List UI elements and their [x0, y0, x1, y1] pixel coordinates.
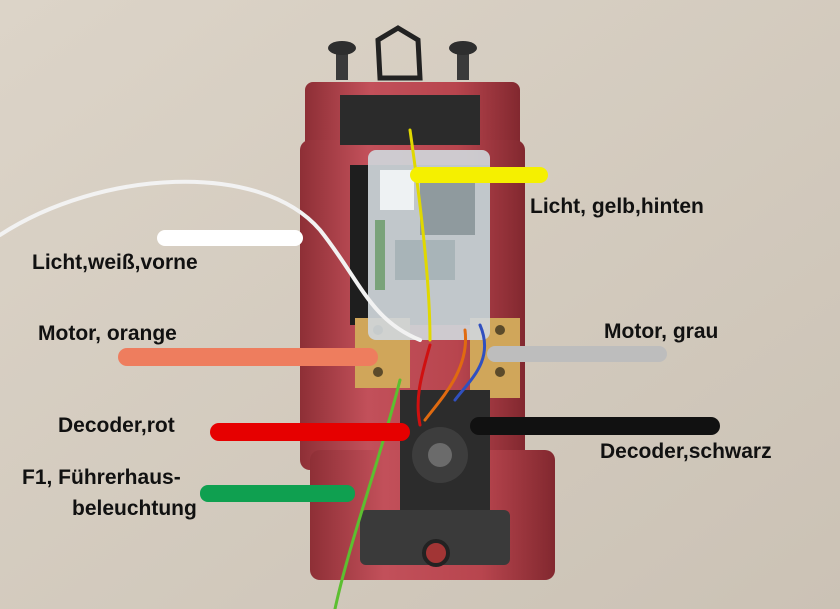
- label-decoder-rot: Decoder,rot: [58, 414, 175, 437]
- motor-brackets: [355, 318, 520, 510]
- wires: [0, 128, 487, 609]
- label-licht-weiss-vorne: Licht,weiß,vorne: [32, 251, 198, 274]
- marker-bar-yellow: [410, 167, 548, 183]
- marker-bar-white: [157, 230, 303, 246]
- label-f1-line1: F1, Führerhaus-: [22, 466, 181, 489]
- marker-bar-green: [200, 485, 355, 502]
- marker-bar-black: [470, 417, 720, 435]
- label-decoder-schwarz: Decoder,schwarz: [600, 440, 772, 463]
- marker-bar-grey: [487, 346, 667, 362]
- marker-bar-orange: [118, 348, 378, 366]
- decoder-board: [368, 150, 490, 340]
- label-licht-gelb-hinten: Licht, gelb,hinten: [530, 195, 704, 218]
- label-motor-grau: Motor, grau: [604, 320, 719, 343]
- marker-bar-red: [210, 423, 410, 441]
- label-f1-line2: beleuchtung: [72, 497, 197, 520]
- label-motor-orange: Motor, orange: [38, 322, 177, 345]
- top-buffers: [328, 25, 477, 81]
